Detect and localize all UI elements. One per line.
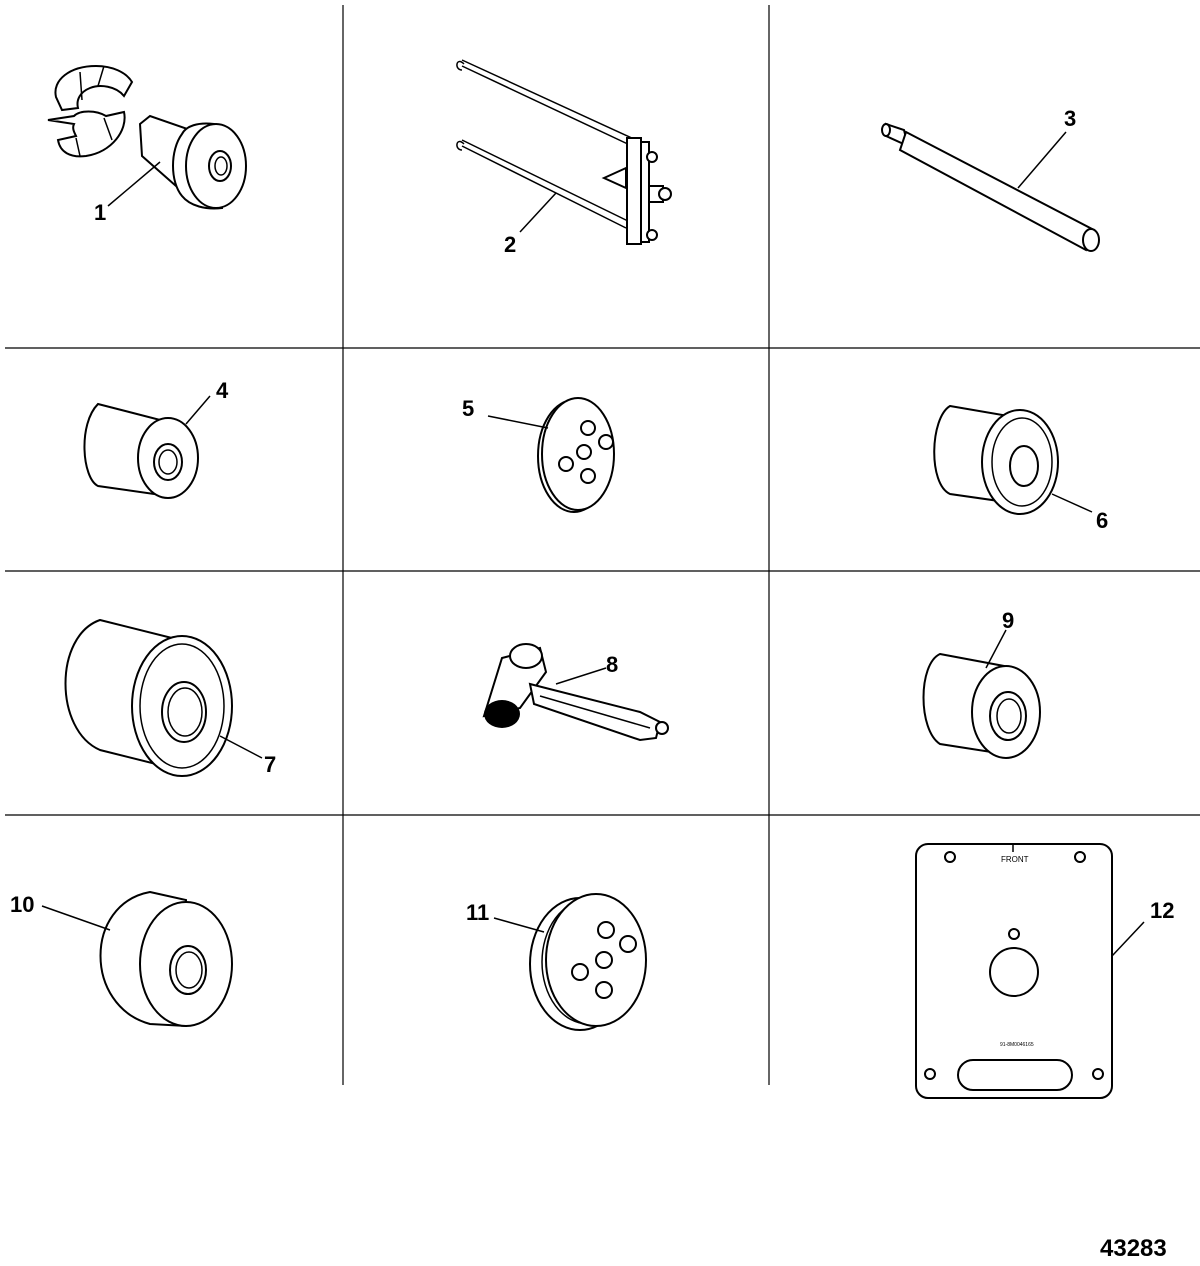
callout-3: 3 — [1064, 106, 1076, 131]
part-11-drawing — [529, 893, 647, 1031]
grid-lines — [5, 5, 1200, 1085]
callout-12: 12 — [1150, 898, 1174, 923]
callout-8: 8 — [606, 652, 618, 677]
part-7-drawing — [64, 618, 233, 777]
callout-6: 6 — [1096, 508, 1108, 533]
part-8-drawing — [482, 643, 669, 742]
plate-front-label: FRONT — [1001, 855, 1029, 864]
part-9-drawing — [922, 652, 1041, 759]
callout-7: 7 — [264, 752, 276, 777]
callout-4: 4 — [216, 378, 229, 403]
callout-1: 1 — [94, 200, 106, 225]
part-1-drawing — [47, 64, 247, 210]
part-4-drawing — [83, 402, 199, 499]
figure-id: 43283 — [1100, 1235, 1167, 1262]
callout-11: 11 — [466, 900, 489, 925]
callout-10: 10 — [10, 892, 34, 917]
callout-5: 5 — [462, 396, 474, 421]
part-5-drawing — [537, 397, 615, 513]
part-12-plate: FRONT 91-8M0046165 — [915, 843, 1113, 1099]
callout-2: 2 — [504, 232, 516, 257]
part-10-drawing — [99, 890, 233, 1028]
part-2-drawing — [456, 59, 672, 245]
part-6-drawing — [933, 404, 1059, 515]
part-3-drawing — [881, 122, 1100, 252]
callout-9: 9 — [1002, 608, 1014, 633]
plate-part-number: 91-8M0046165 — [1000, 1042, 1034, 1048]
